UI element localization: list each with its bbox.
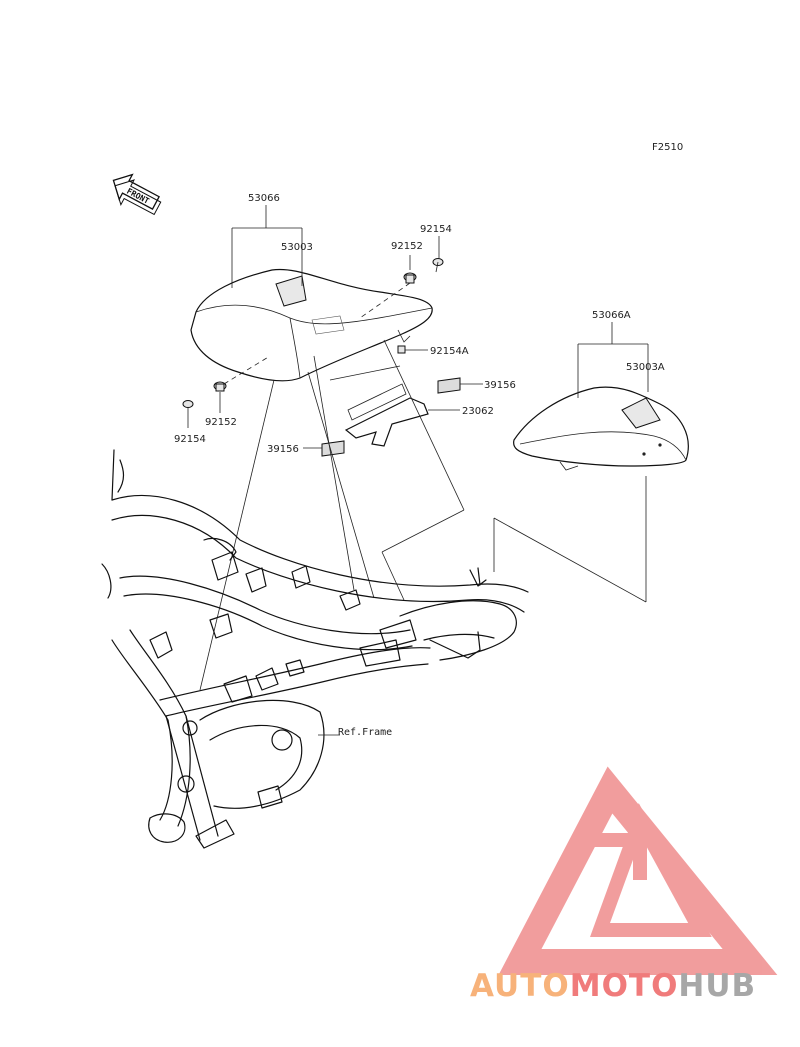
label-92154A: 92154A [430,346,469,357]
bolt-collar-right [359,236,444,319]
watermark-hub: HUB [678,968,756,1004]
label-53003: 53003 [281,242,313,253]
damper-right [437,377,483,394]
watermark-moto: MOTO [570,968,679,1004]
install-guide-lines [199,339,647,691]
label-53066A: 53066A [592,310,631,321]
bolt-collar-left [182,355,271,428]
label-ref-frame: Ref.Frame [338,727,392,738]
label-39156-left: 39156 [267,444,299,455]
label-39156-right: 39156 [484,380,516,391]
rider-seat [190,268,433,382]
label-23062: 23062 [462,406,494,417]
seat-cover-piece [275,275,307,307]
watermark-auto: AUTO [470,968,570,1004]
label-53066: 53066 [248,193,280,204]
small-bolt [397,345,428,354]
cowl-cover-piece [621,397,661,429]
label-92152-right: 92152 [391,241,423,252]
triangle-mg-logo [498,766,778,975]
watermark-text: AUTOMOTOHUB [470,968,756,1004]
seat-bracket [344,383,460,447]
motorcycle-frame [101,449,529,849]
seat-leaders [231,205,303,288]
figure-code: F2510 [652,142,683,153]
label-92152-left: 92152 [205,417,237,428]
damper-left [303,440,345,457]
label-92154-right: 92154 [420,224,452,235]
cowl-leaders [577,322,649,398]
label-92154-left: 92154 [174,434,206,445]
front-arrow-icon: FRONT [112,173,162,216]
label-53003A: 53003A [626,362,665,373]
seat-cowl [513,386,689,471]
